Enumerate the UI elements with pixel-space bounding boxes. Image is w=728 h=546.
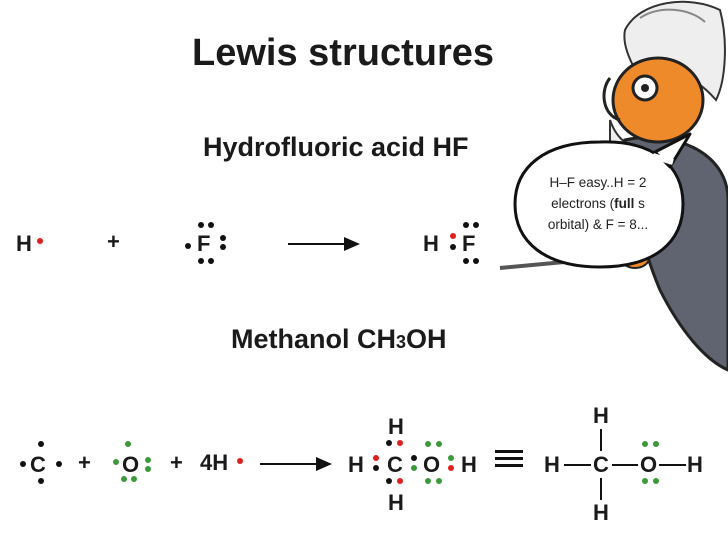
o-electron <box>131 476 137 482</box>
struct-h-right: H <box>687 452 703 477</box>
bubble-line-2-pre: electrons ( <box>551 196 615 211</box>
o-electron <box>448 455 454 461</box>
struct-h-bottom: H <box>593 500 609 525</box>
bond-c-o <box>612 464 638 466</box>
struct-h-left: H <box>544 452 560 477</box>
f-electron <box>463 258 469 264</box>
c-electron <box>56 461 62 467</box>
bubble-line-2: electrons (full s <box>528 193 668 214</box>
struct-o: O <box>640 452 658 477</box>
o-electron <box>113 459 119 465</box>
hf-product-h: H <box>423 231 439 256</box>
methanol-heading-subscript: 3 <box>396 332 407 352</box>
h-electron <box>237 458 243 464</box>
hf-h-atom: H <box>16 231 32 256</box>
c-electron <box>411 455 417 461</box>
bond-c-h-top <box>600 429 602 451</box>
speech-bubble-text: H–F easy..H = 2 electrons (full s orbita… <box>528 172 668 235</box>
methanol-plus-2: + <box>170 450 183 475</box>
o-electron <box>121 476 127 482</box>
c-electron <box>386 440 392 446</box>
h-electron <box>397 478 403 484</box>
methanol-heading-prefix: Methanol CH <box>231 324 396 354</box>
bubble-line-1: H–F easy..H = 2 <box>549 175 647 190</box>
c-electron <box>386 478 392 484</box>
o-electron <box>653 441 659 447</box>
hf-f-atom: F <box>197 231 211 256</box>
lewis-h-top: H <box>388 414 404 439</box>
c-electron <box>373 465 379 471</box>
h-electron <box>373 455 379 461</box>
o-electron <box>653 478 659 484</box>
o-electron <box>125 441 131 447</box>
o-electron <box>436 478 442 484</box>
f-electron <box>220 235 226 241</box>
equivalence-sign-icon <box>495 450 523 471</box>
speech-bubble-icon <box>513 132 692 269</box>
lewis-h-right: H <box>461 452 477 477</box>
o-electron <box>436 441 442 447</box>
bubble-line-3: orbital) & F = 8... <box>547 217 649 232</box>
hf-plus: + <box>107 229 120 254</box>
f-electron <box>473 222 479 228</box>
f-electron <box>208 222 214 228</box>
o-electron <box>642 478 648 484</box>
c-electron <box>38 441 44 447</box>
h-electron <box>450 233 456 239</box>
hf-heading: Hydrofluoric acid HF <box>203 132 469 162</box>
f-electron <box>220 244 226 250</box>
bond-h-c <box>564 464 591 466</box>
methanol-c-atom: C <box>30 452 46 477</box>
reaction-arrow-icon <box>260 457 332 471</box>
f-electron <box>198 258 204 264</box>
o-electron <box>145 457 151 463</box>
lewis-o: O <box>423 452 441 477</box>
f-electron <box>473 258 479 264</box>
hf-product-f: F <box>462 231 476 256</box>
reaction-arrow-icon <box>288 237 360 251</box>
struct-h-top: H <box>593 403 609 428</box>
methanol-o-atom: O <box>122 452 140 477</box>
methanol-4h: 4H <box>200 450 229 475</box>
f-electron <box>450 244 456 250</box>
methanol-heading-suffix: OH <box>406 324 447 354</box>
lewis-h-bottom: H <box>388 490 404 515</box>
f-electron <box>208 258 214 264</box>
professor-mascot-icon <box>499 0 728 372</box>
f-electron <box>185 243 191 249</box>
o-electron <box>425 478 431 484</box>
bubble-line-2-post: s <box>634 196 645 211</box>
lewis-h-left: H <box>348 452 364 477</box>
o-electron <box>145 466 151 472</box>
h-electron <box>37 238 43 244</box>
c-electron <box>38 478 44 484</box>
methanol-plus-1: + <box>78 450 91 475</box>
lewis-c: C <box>387 452 403 477</box>
f-electron <box>463 222 469 228</box>
h-electron <box>397 440 403 446</box>
h-electron <box>448 465 454 471</box>
o-electron <box>425 441 431 447</box>
o-electron <box>411 465 417 471</box>
bubble-line-2-bold: full <box>614 196 635 211</box>
methanol-heading: Methanol CH3OH <box>231 326 447 353</box>
c-electron <box>20 461 26 467</box>
f-electron <box>198 222 204 228</box>
bond-c-h-bottom <box>600 478 602 500</box>
slide-title: Lewis structures <box>192 32 494 74</box>
struct-c: C <box>593 452 609 477</box>
bond-o-h <box>659 464 686 466</box>
o-electron <box>642 441 648 447</box>
